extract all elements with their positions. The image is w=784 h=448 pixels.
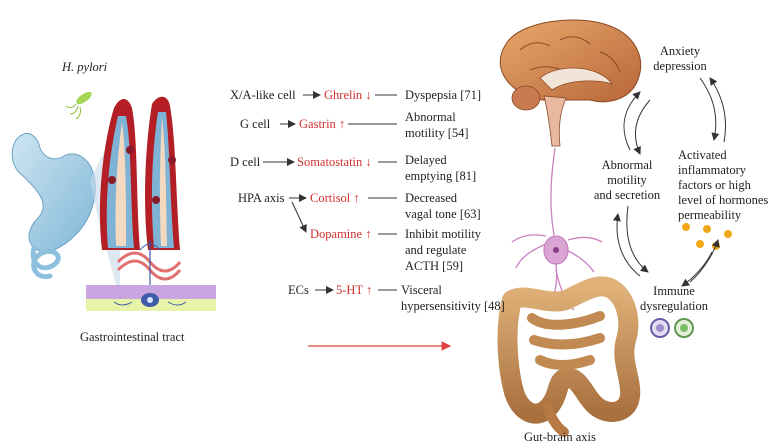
intestine-illustration [497, 276, 641, 437]
inflammatory-dots [682, 223, 732, 250]
inflammatory-label: Activated inflammatory factors or high l… [678, 148, 769, 222]
effect-text: Visceral [401, 283, 442, 297]
effect-text: Dyspepsia [71] [405, 88, 482, 102]
pathway-source: D cell [230, 155, 261, 169]
hormone-label: Somatostatin ↓ [297, 155, 372, 169]
effect-text: Abnormal [405, 110, 456, 124]
effect-text: emptying [81] [405, 169, 477, 183]
pathway-source: G cell [240, 117, 271, 131]
bacterium-label: H. pylori [62, 60, 108, 74]
effect-text: and regulate [405, 243, 467, 257]
effect-text: Delayed [405, 153, 447, 167]
effect-text: ACTH [59] [405, 259, 463, 273]
hormone-label: Gastrin ↑ [299, 117, 346, 131]
bacterium-icon [65, 91, 92, 120]
pathway-arrows [263, 91, 397, 294]
gi-tract-caption: Gastrointestinal tract [80, 330, 185, 344]
pathway-source: HPA axis [238, 191, 285, 205]
mucosa-illustration [86, 96, 216, 311]
immune-label: Immune dysregulation [639, 284, 709, 313]
effect-text: Inhibit motility [405, 227, 482, 241]
cycle-arrows [612, 77, 726, 287]
motility-label: Abnormal motility and secretion [593, 158, 661, 202]
effect-text: motility [54] [405, 126, 469, 140]
hormone-label: Ghrelin ↓ [324, 88, 372, 102]
effect-text: vagal tone [63] [405, 207, 481, 221]
hormone-label: Cortisol ↑ [310, 191, 360, 205]
hormone-label: 5-HT ↑ [336, 283, 373, 297]
brain-illustration [499, 19, 642, 147]
pathway-source: ECs [288, 283, 309, 297]
effect-text: hypersensitivity [48] [401, 299, 505, 313]
effect-text: Decreased [405, 191, 458, 205]
immune-cells-icon [650, 318, 694, 338]
gut-brain-caption: Gut-brain axis [524, 430, 596, 444]
hormone-label: Dopamine ↑ [310, 227, 372, 241]
anxiety-label: Anxiety depression [653, 44, 707, 73]
pathway-source: X/A-like cell [230, 88, 296, 102]
